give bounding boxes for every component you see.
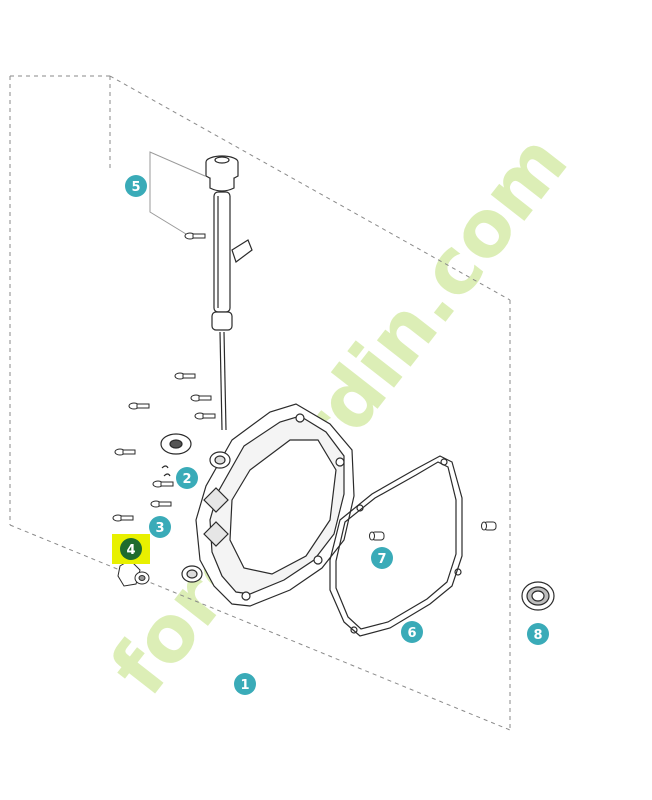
dipstick-assembly [205, 155, 253, 431]
callouts: 1 2 3 4 5 6 7 8 [120, 175, 549, 695]
callout-8[interactable]: 8 [527, 623, 549, 645]
callout-5-leader [149, 151, 206, 235]
callout-3[interactable]: 3 [149, 516, 171, 538]
svg-text:8: 8 [533, 628, 542, 643]
oil-seal [160, 433, 192, 477]
svg-text:7: 7 [377, 552, 386, 567]
watermark-text: foretjardin.com [94, 118, 585, 711]
dowel-pins [369, 521, 497, 541]
callout-7[interactable]: 7 [371, 547, 393, 569]
svg-text:5: 5 [131, 180, 140, 195]
svg-text:4: 4 [126, 543, 135, 558]
svg-text:1: 1 [240, 678, 249, 693]
callout-1[interactable]: 1 [234, 673, 256, 695]
svg-text:2: 2 [182, 472, 191, 487]
crankcase-cover [181, 403, 355, 607]
svg-text:3: 3 [155, 521, 164, 536]
callout-5[interactable]: 5 [125, 175, 147, 197]
callout-6[interactable]: 6 [401, 621, 423, 643]
bolts [112, 232, 216, 522]
callout-4[interactable]: 4 [120, 538, 142, 560]
bearing [521, 581, 555, 611]
svg-text:6: 6 [407, 626, 416, 641]
gasket [329, 455, 463, 637]
dashed-frame [9, 75, 511, 731]
watermark: foretjardin.com [94, 118, 585, 711]
callout-2[interactable]: 2 [176, 467, 198, 489]
